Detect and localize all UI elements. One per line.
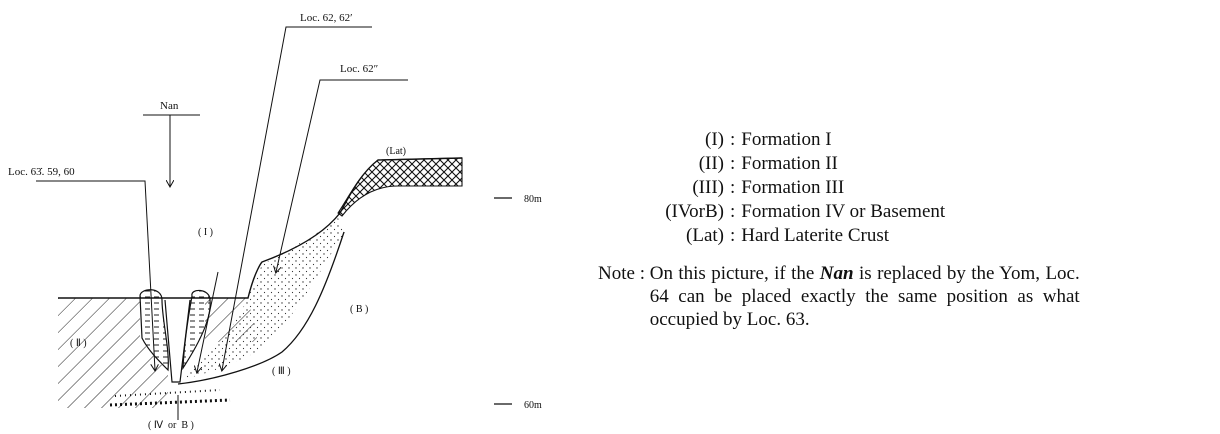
label-lat: (Lat) [386,146,406,157]
legend-text: Formation IV or Basement [741,201,946,222]
label-b: ( B ) [350,304,368,315]
label-60m: 60m [524,400,542,411]
leader-loc-62 [222,26,372,370]
leader-loc-63 [36,180,155,370]
legend-text: Hard Laterite Crust [741,225,890,246]
label-nan: Nan [160,100,179,112]
laterite-crust [337,157,463,217]
legend-key: (I) [705,129,724,150]
note: Note : On this picture, if the Nan is re… [598,262,1080,331]
legend-key: (II) [698,153,724,174]
legend-row-ii: (II):Formation II [598,152,1080,176]
channel [164,299,191,383]
label-80m: 80m [524,194,542,205]
legend-text: Formation I [741,129,832,150]
label-loc-62: Loc. 62, 62′ [300,12,353,24]
label-ivb: ( Ⅳ or B ) [148,420,194,431]
leader-loc-62b [276,79,408,272]
legend: (I):Formation I (II):Formation II (III):… [598,128,1080,331]
legend-row-ivb: (IVorB):Formation IV or Basement [598,200,1080,224]
label-ii: ( Ⅱ ) [70,338,87,349]
legend-text: Formation III [741,177,845,198]
legend-text: Formation II [741,153,838,174]
label-iii: ( Ⅲ ) [272,366,291,377]
basement-boundary [177,231,345,385]
geological-cross-section: Loc. 62, 62′ Loc. 62″ Loc. 63̇. 59, 60 N… [8,12,542,431]
legend-key: (IVorB) [665,201,724,222]
legend-row-lat: (Lat):Hard Laterite Crust [598,224,1080,248]
legend-row-iii: (III):Formation III [598,176,1080,200]
note-text: On this picture, if the Nan is replaced … [649,263,1080,330]
formation-ii-area [58,298,168,408]
note-key: Note : [598,263,645,284]
gravel-layer [109,398,231,407]
legend-key: (Lat) [686,225,724,246]
label-loc-62b: Loc. 62″ [340,63,378,75]
formation-iii-area [180,218,345,380]
legend-key: (III) [692,177,724,198]
leader-i [197,271,219,372]
label-loc-63: Loc. 63̇. 59, 60 [8,166,75,178]
legend-row-i: (I):Formation I [598,128,1080,152]
label-i: ( I ) [198,227,213,238]
formation-i-lens-left [139,289,169,372]
